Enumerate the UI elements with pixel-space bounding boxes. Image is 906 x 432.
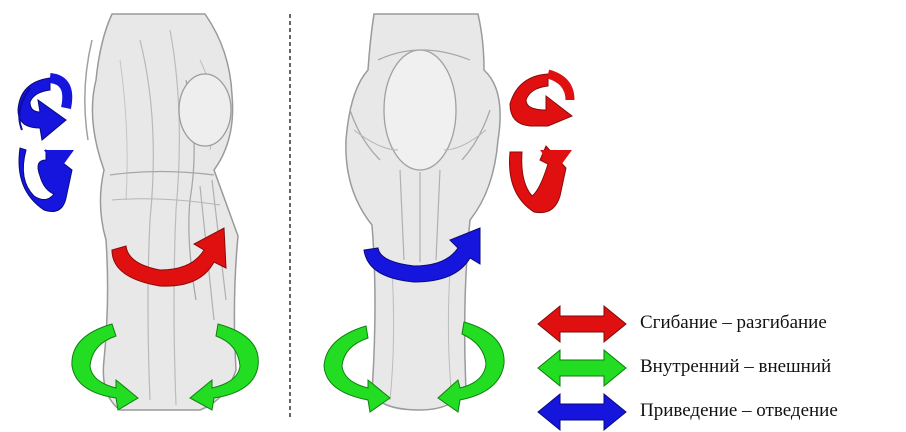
blue-double-arrow-icon [536, 392, 628, 432]
right-knee-illustration [346, 14, 500, 410]
left-knee-illustration [85, 14, 238, 410]
green-double-arrow-icon [536, 348, 628, 388]
legend-label-flexion: Сгибание – разгибание [640, 311, 827, 335]
legend-item-flexion: Сгибание – разгибание [536, 304, 902, 344]
blue-rotation-arrow-left [18, 78, 74, 212]
legend-item-abduction: Приведение – отведение [536, 392, 902, 432]
legend-label-abduction: Приведение – отведение [640, 399, 838, 423]
red-double-arrow-icon [536, 304, 628, 344]
red-rotation-arrow-right [510, 74, 573, 213]
legend-item-rotation: Внутренний – внешний [536, 348, 902, 388]
legend-label-rotation: Внутренний – внешний [640, 355, 831, 379]
